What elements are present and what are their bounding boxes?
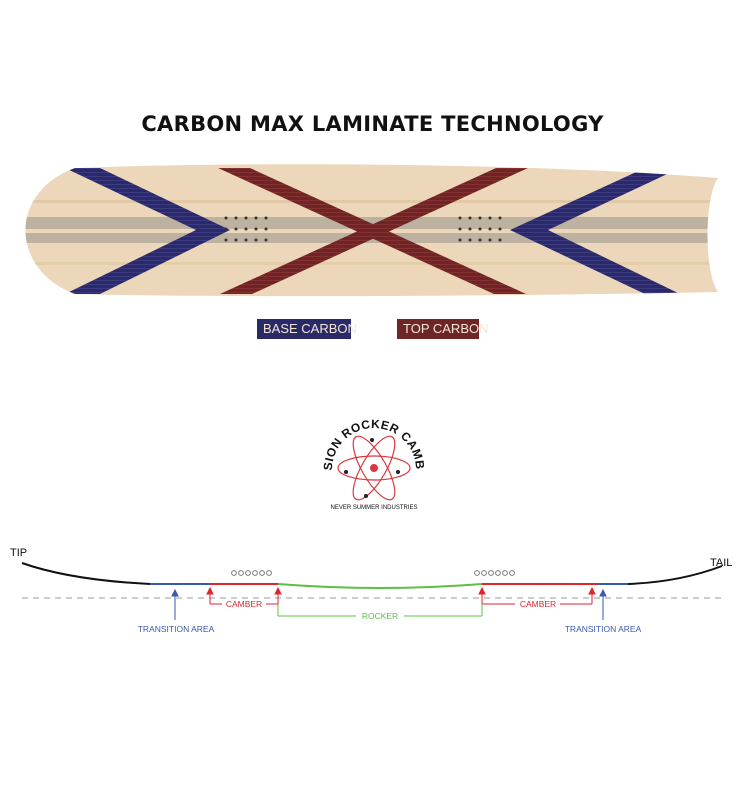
rocker-label: ROCKER xyxy=(362,611,398,621)
base-carbon-chevron xyxy=(65,168,230,294)
rocker-marker xyxy=(277,604,483,617)
transition-left-label: TRANSITION AREA xyxy=(138,624,215,634)
tail-label: TAIL xyxy=(710,557,732,569)
logo-ring-text: FUSION ROCKER CAMBER xyxy=(0,0,427,471)
tail-line xyxy=(627,565,723,585)
transition-right-label: TRANSITION AREA xyxy=(565,624,642,634)
insert-markers-right xyxy=(474,570,515,576)
camber-right-marker xyxy=(478,586,596,605)
transition-area-right-marker xyxy=(599,588,607,620)
snowboard-illustration xyxy=(25,164,719,297)
tip-label: TIP xyxy=(10,547,27,559)
camber-right-label: CAMBER xyxy=(520,599,556,609)
page-title: CARBON MAX LAMINATE TECHNOLOGY xyxy=(141,112,604,136)
rocker-line xyxy=(277,583,483,589)
insert-markers-left xyxy=(231,570,272,576)
top-carbon-strip xyxy=(220,168,528,294)
binding-inserts-right xyxy=(458,216,502,242)
legend-top-carbon: TOP CARBON xyxy=(397,319,488,339)
legend-base-carbon: BASE CARBON xyxy=(257,319,357,339)
logo-sub-text: NEVER SUMMER INDUSTRIES xyxy=(330,505,417,511)
binding-inserts-left xyxy=(224,216,268,242)
fusion-rocker-camber-logo: FUSION ROCKER CAMBER NEVER SUMMER INDUST… xyxy=(0,0,427,511)
camber-left-label: CAMBER xyxy=(226,599,262,609)
svg-text:FUSION ROCKER CAMBER: FUSION ROCKER CAMBER xyxy=(0,0,427,471)
base-carbon-chevron xyxy=(510,168,680,294)
camber-left-marker xyxy=(206,586,282,605)
tip-line xyxy=(21,562,151,585)
transition-area-left-marker xyxy=(171,588,179,620)
atom-icon xyxy=(337,435,411,501)
